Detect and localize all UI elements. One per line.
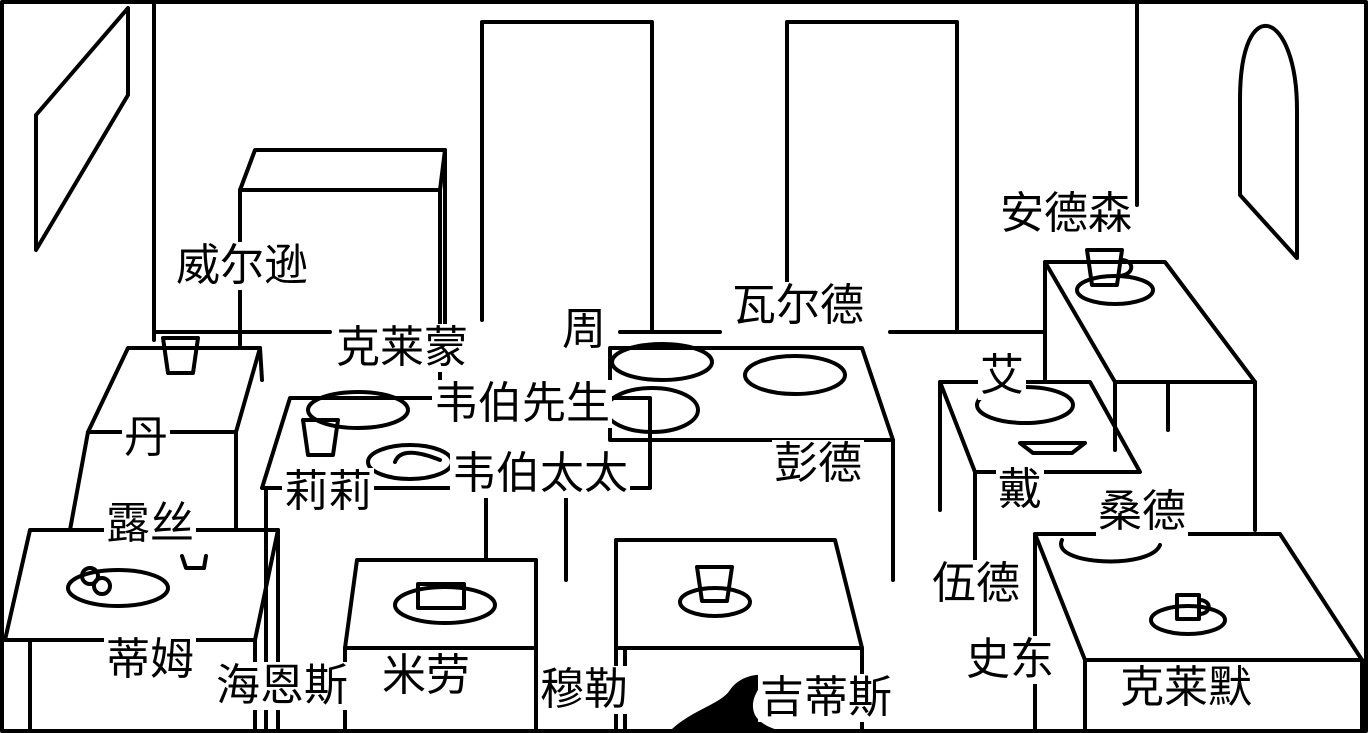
name-label-haynes: 海恩斯 [214,660,350,711]
window-left [34,6,130,252]
name-label-anderson: 安德森 [998,188,1134,239]
name-label-dan: 丹 [122,412,170,463]
food-icon [80,566,100,586]
plate-icon [306,390,410,430]
table-millao [343,558,538,650]
cup-icon [161,336,200,375]
name-label-claremore: 克莱默 [1118,662,1254,713]
bowl-icon [1018,441,1087,455]
plate-icon [393,585,497,625]
name-label-clermont: 克莱蒙 [334,322,470,373]
name-label-ward: 瓦尔德 [730,280,866,331]
table-gittes [614,538,864,650]
table-center [608,346,895,442]
name-label-dai: 戴 [996,464,1044,515]
cup-icon [301,418,340,457]
name-label-rose: 露丝 [104,498,196,549]
plate-icon [1059,538,1162,564]
food-icon [393,450,442,464]
cup-icon [695,565,734,603]
name-label-zhou: 周 [560,304,608,355]
plate-icon [743,354,847,396]
cup-icon [180,554,208,570]
table-dan [86,346,262,434]
table-leg [68,430,90,532]
name-label-muller: 穆勒 [538,664,630,715]
cup-handle [1197,598,1211,616]
plate-icon [678,586,752,618]
plate-icon [610,342,714,382]
cup-handle [1117,258,1134,278]
door-left [480,20,654,334]
name-label-pend: 彭德 [772,438,864,489]
food-icon [416,582,466,610]
name-label-millao: 米劳 [380,650,472,701]
cup-icon [1085,248,1124,287]
plate-icon [1149,604,1227,636]
table-ai [938,380,1142,474]
gittes-silhouette [668,674,800,733]
cabinet-top [238,148,447,192]
name-label-ai: 艾 [978,350,1026,401]
name-label-mr-weber: 韦伯先生 [432,378,612,429]
name-label-lily: 莉莉 [282,466,374,517]
food-icon [92,576,112,596]
name-label-tim: 蒂姆 [104,634,196,685]
plate-icon [1075,274,1155,306]
name-label-mrs-weber: 韦伯太太 [450,448,630,499]
table-anderson [1043,260,1257,384]
name-label-wilson: 威尔逊 [174,240,310,291]
name-label-sande: 桑德 [1096,486,1188,537]
name-label-wood: 伍德 [930,558,1022,609]
plate-icon [366,443,454,481]
plate-icon [66,568,170,608]
door-right [785,20,959,334]
table-leg [258,346,264,382]
name-label-gittes: 吉蒂斯 [758,672,894,723]
window-arch [1238,23,1299,260]
cup-icon [1175,593,1201,621]
name-label-shidong: 史东 [964,634,1056,685]
